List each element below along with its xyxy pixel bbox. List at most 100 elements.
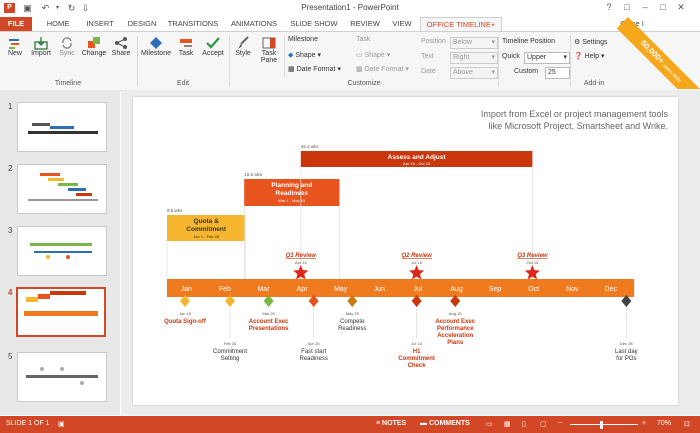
task-duration: 26.4 wks bbox=[301, 144, 320, 149]
task-shape-dropdown[interactable]: ▭ Shape ▾ bbox=[356, 52, 391, 59]
tab-home[interactable]: HOME bbox=[46, 19, 70, 28]
maximize-button[interactable]: □ bbox=[660, 2, 666, 12]
reading-view-icon[interactable]: ▯ bbox=[522, 421, 526, 428]
tab-design[interactable]: DESIGN bbox=[127, 19, 157, 28]
promo-banner[interactable]: 50,000+ users daily bbox=[600, 17, 700, 89]
tab-file[interactable]: FILE bbox=[0, 17, 32, 31]
minimize-button[interactable]: – bbox=[642, 2, 648, 12]
task-pane-icon bbox=[262, 36, 276, 50]
milestone-label: Account Exec bbox=[249, 319, 289, 325]
new-button[interactable]: New bbox=[4, 36, 26, 57]
import-icon bbox=[34, 36, 48, 50]
slide-thumbnails-pane: 1 2 3 4 5 bbox=[0, 90, 120, 415]
sub-separator bbox=[284, 36, 285, 78]
help-button[interactable]: ? bbox=[606, 2, 612, 12]
quick-position-dropdown[interactable]: Upper▾ bbox=[524, 52, 570, 64]
month-label-nov: Nov bbox=[566, 286, 579, 293]
review-label: Q3 Review bbox=[517, 253, 548, 259]
settings-button[interactable]: ⚙ Settings bbox=[574, 38, 608, 46]
sync-button[interactable]: Sync bbox=[56, 36, 78, 57]
fit-to-window-icon[interactable]: ⊡ bbox=[684, 421, 690, 428]
tab-slide-show[interactable]: SLIDE SHOW bbox=[290, 19, 338, 28]
task-title: Planning and bbox=[271, 182, 312, 189]
task-button[interactable]: Task bbox=[174, 36, 198, 57]
position-label: Position bbox=[421, 38, 446, 45]
redo-icon[interactable]: ↻ bbox=[67, 3, 76, 13]
slide-sorter-icon[interactable]: ▦ bbox=[504, 421, 511, 428]
custom-position-input[interactable]: 25 bbox=[545, 67, 570, 79]
title-bar: P ▣ ↶ ▾ ↻ ⇩ Presentation1 - PowerPoint ?… bbox=[0, 0, 700, 17]
accept-button[interactable]: Accept bbox=[200, 36, 226, 57]
share-button[interactable]: Share bbox=[110, 36, 132, 57]
task-date-format-dropdown[interactable]: ▦ Date Format ▾ bbox=[356, 66, 409, 73]
tab-transitions[interactable]: TRANSITIONS bbox=[167, 19, 219, 28]
undo-dropdown-icon[interactable]: ▾ bbox=[55, 5, 59, 11]
tab-insert[interactable]: INSERT bbox=[86, 19, 114, 28]
tab-animations[interactable]: ANIMATIONS bbox=[230, 19, 278, 28]
tab-office-timeline[interactable]: OFFICE TIMELINE+ bbox=[420, 17, 502, 31]
normal-view-icon[interactable]: ▭ bbox=[486, 421, 493, 428]
slide-number: 2 bbox=[8, 164, 13, 173]
change-button[interactable]: Change bbox=[80, 36, 108, 57]
milestone-diamond-icon bbox=[308, 295, 319, 307]
spellcheck-icon[interactable]: ▣ bbox=[58, 421, 65, 428]
zoom-slider-thumb[interactable] bbox=[600, 421, 603, 429]
milestone-shape-label: Shape bbox=[295, 52, 316, 59]
change-button-label: Change bbox=[81, 50, 107, 57]
group-separator bbox=[229, 36, 230, 86]
position-value: Below bbox=[453, 39, 473, 46]
import-button[interactable]: Import bbox=[28, 36, 54, 57]
zoom-out-icon[interactable]: − bbox=[558, 420, 563, 427]
save-icon[interactable]: ▣ bbox=[23, 3, 32, 13]
task-pane-button[interactable]: Task Pane bbox=[256, 36, 282, 64]
milestone-diamond-icon bbox=[450, 295, 461, 307]
undo-icon[interactable]: ↶ bbox=[41, 3, 50, 13]
milestone-diamond-icon bbox=[411, 295, 422, 307]
milestone-date-label: Date Format bbox=[296, 66, 336, 73]
milestone-diamond-icon bbox=[225, 295, 236, 307]
timeline-graphic: Import from Excel or project management … bbox=[164, 109, 668, 369]
tab-review[interactable]: REVIEW bbox=[350, 19, 380, 28]
milestone-shape-dropdown[interactable]: ◆ Shape ▾ bbox=[288, 52, 322, 59]
style-button[interactable]: Style bbox=[232, 36, 254, 57]
text-dropdown[interactable]: Right▾ bbox=[450, 52, 498, 64]
milestone-label: Compete bbox=[340, 319, 365, 325]
milestone-label: for POs bbox=[616, 356, 636, 362]
quick-value: Upper bbox=[527, 54, 547, 61]
position-dropdown[interactable]: Below▾ bbox=[450, 37, 498, 49]
slide-thumbnail-4-selected[interactable] bbox=[16, 287, 106, 337]
zoom-level[interactable]: 70% bbox=[657, 420, 672, 427]
share-button-label: Share bbox=[111, 50, 131, 57]
review-date: Apr 15 bbox=[295, 260, 308, 265]
notes-button[interactable]: ≡ NOTES bbox=[376, 420, 407, 427]
notes-label: NOTES bbox=[382, 420, 407, 427]
task-dates: Apr 15 - Oct 15 bbox=[403, 161, 431, 166]
milestone-label: Last day bbox=[615, 349, 638, 355]
slide-canvas[interactable]: Import from Excel or project management … bbox=[133, 97, 678, 405]
date-dropdown[interactable]: Above▾ bbox=[450, 67, 498, 79]
task-dates: Jan 1 - Feb 28 bbox=[193, 234, 220, 239]
customize-qat-icon[interactable]: ⇩ bbox=[81, 3, 90, 13]
slide-thumbnail-3[interactable] bbox=[17, 226, 107, 276]
tab-view[interactable]: VIEW bbox=[392, 19, 412, 28]
ribbon-display-button[interactable]: □ bbox=[624, 2, 630, 12]
close-button[interactable]: ✕ bbox=[677, 2, 685, 12]
slideshow-icon[interactable]: ▢ bbox=[540, 421, 547, 428]
slide-thumbnail-2[interactable] bbox=[17, 164, 107, 214]
slide-thumbnail-1[interactable] bbox=[17, 102, 107, 152]
comments-button[interactable]: ▬ COMMENTS bbox=[420, 420, 470, 427]
timeline-position-title: Timeline Position bbox=[502, 38, 556, 45]
help-dropdown[interactable]: ❓ Help ▾ bbox=[574, 53, 605, 60]
month-label-feb: Feb bbox=[219, 286, 231, 293]
customize-group-label: Customize bbox=[347, 80, 381, 87]
slide-thumbnail-5[interactable] bbox=[17, 352, 107, 402]
milestone-date-format-dropdown[interactable]: ▦ Date Format ▾ bbox=[288, 66, 341, 73]
milestone-label: Readiness bbox=[338, 326, 366, 332]
date-value: Above bbox=[453, 69, 473, 76]
review-star-icon bbox=[293, 265, 309, 280]
milestone-button[interactable]: Milestone bbox=[140, 36, 172, 57]
zoom-slider[interactable] bbox=[570, 424, 638, 425]
zoom-in-icon[interactable]: + bbox=[642, 420, 647, 427]
help-icon: ❓ bbox=[574, 53, 585, 60]
task-bar bbox=[244, 179, 340, 206]
